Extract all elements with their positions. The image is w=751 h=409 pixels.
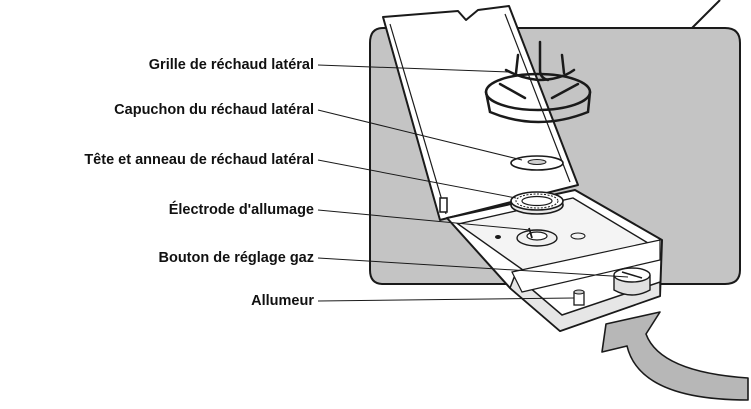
igniter-button [574,290,584,305]
label-gas-knob: Bouton de réglage gaz [159,250,315,266]
burner-head [511,192,563,214]
grill-outline-line [692,0,720,28]
label-electrode: Électrode d'allumage [169,202,314,218]
label-grate: Grille de réchaud latéral [149,57,314,73]
label-igniter: Allumeur [251,293,314,309]
burner-cap-center [528,160,546,165]
gas-control-knob [614,268,650,295]
label-burner-head: Tête et anneau de réchaud latéral [84,152,314,168]
removal-arrow [602,312,748,400]
lid-hinge [440,198,447,212]
label-burner-cap: Capuchon du réchaud latéral [114,102,314,118]
